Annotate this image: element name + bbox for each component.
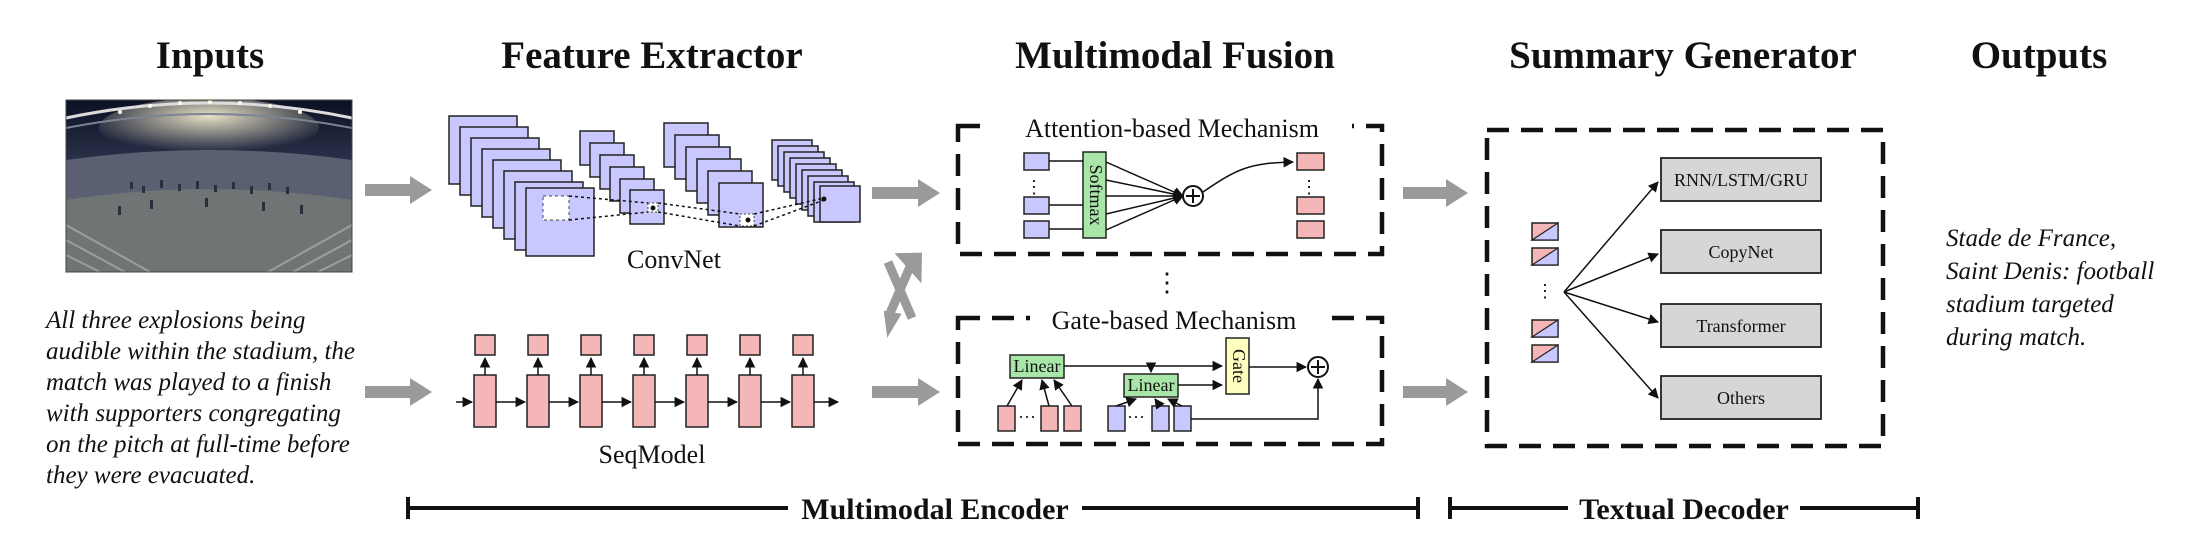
summary-generator: ⋮ RNN/LSTM/GRU CopyNet Transformer Other… bbox=[1484, 127, 1886, 449]
decoder-bracket: Textual Decoder bbox=[1448, 493, 1920, 526]
generator-box-label: RNN/LSTM/GRU bbox=[1674, 170, 1808, 190]
flow-arrow-gate-to-generator bbox=[1403, 378, 1468, 406]
decoder-vector-icon bbox=[1529, 246, 1559, 266]
flow-arrow-image-to-convnet bbox=[365, 176, 432, 204]
horizontal-dots: ··· bbox=[1018, 407, 1036, 427]
horizontal-dots: ··· bbox=[1127, 407, 1145, 427]
heading-outputs: Outputs bbox=[1971, 34, 2108, 77]
softmax-box bbox=[1082, 151, 1107, 239]
convnet-diagram: ConvNet bbox=[448, 115, 861, 274]
output-text-line: Stade de France, bbox=[1946, 225, 2116, 252]
input-text-line: audible within the stadium, the bbox=[46, 338, 355, 365]
heading-inputs: Inputs bbox=[156, 34, 264, 77]
convnet-label: ConvNet bbox=[627, 245, 722, 274]
generator-box-rnn bbox=[1660, 157, 1822, 202]
generator-box-label: Others bbox=[1717, 388, 1765, 408]
vertical-dots: ⋮ bbox=[1536, 281, 1554, 301]
input-text-line: All three explosions being bbox=[44, 307, 305, 334]
attention-title: Attention-based Mechanism bbox=[1025, 114, 1319, 143]
vertical-dots: ⋮ bbox=[1025, 177, 1043, 197]
heading-summary-generator: Summary Generator bbox=[1509, 34, 1857, 77]
output-text-line: stadium targeted bbox=[1946, 291, 2114, 318]
sum-operator-icon bbox=[1307, 356, 1329, 378]
gate-title: Gate-based Mechanism bbox=[1052, 306, 1297, 335]
generator-box-label: CopyNet bbox=[1709, 242, 1774, 262]
sum-operator-icon bbox=[1182, 185, 1204, 207]
generator-frame bbox=[1484, 127, 1886, 449]
seq-cell bbox=[473, 334, 497, 428]
seqmodel-diagram: SeqModel bbox=[456, 334, 840, 469]
input-text: All three explosions being audible withi… bbox=[44, 307, 355, 489]
flow-arrow-text-to-seqmodel bbox=[365, 378, 432, 406]
generator-box-copynet bbox=[1660, 229, 1822, 274]
linear-label-1: Linear bbox=[1014, 356, 1061, 376]
attention-mechanism: Attention-based Mechanism ⋮ Softmax ⋮ bbox=[955, 112, 1385, 257]
seq-cell bbox=[685, 334, 709, 428]
encoder-bracket: Multimodal Encoder bbox=[406, 493, 1420, 526]
decoder-vector-icon bbox=[1529, 221, 1559, 241]
output-text-line: Saint Denis: football bbox=[1946, 258, 2154, 285]
seq-cell bbox=[738, 334, 762, 428]
input-text-line: on the pitch at full-time before bbox=[46, 431, 350, 458]
seq-cell bbox=[632, 334, 656, 428]
conv-stack-3 bbox=[663, 122, 764, 228]
mechanism-dots: ⋮ bbox=[1154, 268, 1180, 297]
decoder-vector-icon bbox=[1529, 343, 1559, 363]
cross-modal-arrows bbox=[883, 252, 923, 338]
conv-stack-2 bbox=[579, 130, 665, 225]
heading-feature-extractor: Feature Extractor bbox=[501, 34, 802, 77]
input-text-line: match was played to a finish bbox=[46, 369, 331, 396]
seq-cell bbox=[791, 334, 815, 428]
gate-mechanism: Gate-based Mechanism Linear Linear Gate … bbox=[955, 304, 1385, 447]
seqmodel-label: SeqModel bbox=[599, 440, 706, 469]
softmax-label: Softmax bbox=[1086, 165, 1106, 226]
decoder-vector-icon bbox=[1529, 318, 1559, 338]
seq-cell bbox=[579, 334, 603, 428]
conv-stack-4 bbox=[771, 139, 861, 223]
input-stadium-image bbox=[65, 98, 353, 273]
flow-arrow-attention-to-generator bbox=[1403, 179, 1468, 207]
generator-box-others bbox=[1660, 375, 1822, 420]
linear-label-2: Linear bbox=[1128, 375, 1175, 395]
input-text-line: they were evacuated. bbox=[46, 462, 255, 489]
flow-arrow-seqmodel-to-fusion bbox=[872, 378, 940, 406]
input-text-line: with supporters congregating bbox=[46, 400, 341, 427]
flow-arrow-convnet-to-fusion bbox=[872, 179, 940, 207]
output-summary-text: Stade de France, Saint Denis: football s… bbox=[1946, 225, 2154, 351]
seq-cell bbox=[526, 334, 550, 428]
conv-stack-1 bbox=[448, 115, 595, 257]
generator-box-label: Transformer bbox=[1696, 316, 1785, 336]
gate-box bbox=[1225, 337, 1250, 395]
generator-box-transformer bbox=[1660, 303, 1822, 348]
gate-label: Gate bbox=[1229, 349, 1249, 383]
decoder-label: Textual Decoder bbox=[1579, 493, 1789, 526]
output-text-line: during match. bbox=[1946, 324, 2086, 351]
encoder-label: Multimodal Encoder bbox=[801, 493, 1069, 526]
vertical-dots: ⋮ bbox=[1300, 177, 1318, 197]
heading-multimodal-fusion: Multimodal Fusion bbox=[1015, 34, 1335, 77]
